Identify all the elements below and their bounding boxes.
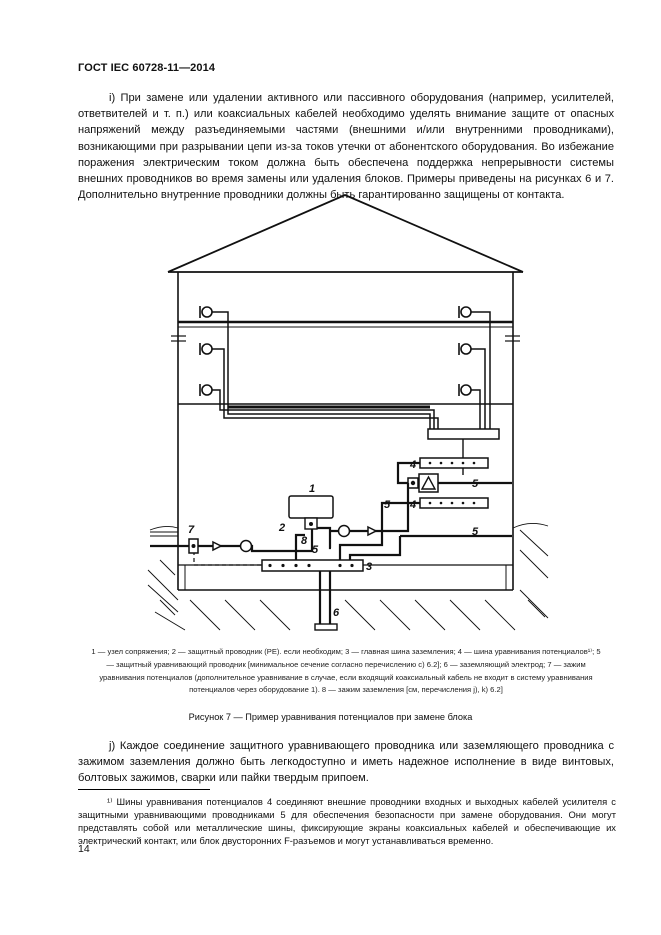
legend-line-2: 6 — заземляющий электрод; 7 — зажим урав… (99, 659, 593, 695)
label-8: 8 (301, 535, 308, 547)
legend-line-1: 1 — узел сопряжения; 2 — защитный провод… (91, 647, 601, 669)
label-6: 6 (333, 607, 340, 619)
figure-legend: 1 — узел сопряжения; 2 — защитный провод… (88, 646, 604, 697)
label-3: 3 (366, 561, 372, 573)
label-5d: 5 (312, 544, 319, 556)
document-header: ГОСТ IEC 60728-11—2014 (78, 62, 216, 74)
label-5b: 5 (472, 478, 479, 490)
page-number: 14 (78, 843, 90, 855)
figure-7-diagram: 1 2 3 4 4 5 5 5 5 6 7 8 (147, 194, 549, 631)
paragraph-j: j) Каждое соединение защитного уравниваю… (78, 740, 614, 785)
figure-caption: Рисунок 7 — Пример уравнивания потенциал… (188, 712, 473, 722)
label-5c: 5 (472, 526, 479, 538)
label-7: 7 (188, 524, 195, 536)
label-5a: 5 (384, 499, 391, 511)
label-4b: 4 (409, 499, 416, 511)
label-4a: 4 (409, 459, 416, 471)
label-2: 2 (278, 522, 285, 534)
footnote-separator (78, 789, 210, 790)
label-1: 1 (309, 483, 315, 495)
paragraph-i: i) При замене или удалении активного или… (78, 92, 614, 202)
footnote: ¹⁾ Шины уравнивания потенциалов 4 соедин… (78, 796, 616, 846)
